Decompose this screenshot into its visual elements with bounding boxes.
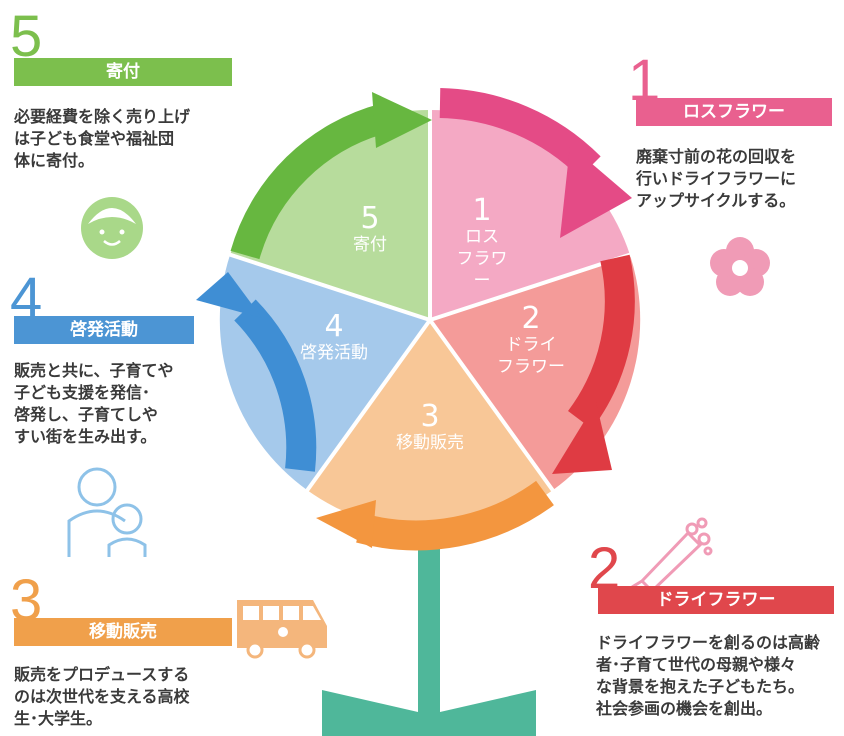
section-1-description: 廃棄寸前の花の回収を 行いドライフラワーに アップサイクルする。 [636,147,797,210]
section-2-title: ドライフラワー [598,586,834,614]
slice-4 [219,255,430,490]
arrow-4 [234,299,317,472]
wheel-label-num: 1 [472,193,492,228]
section-5-title: 寄付 [14,58,232,86]
wheel-label-line: フラワー [456,249,508,291]
wheel-label-line: 移動販売 [396,433,464,453]
arrow-2 [567,254,635,430]
wheel-label-num: 5 [360,201,380,236]
wheel-label-2: 2 ドライ フラワー [496,304,566,378]
section-4-title: 啓発活動 [14,316,194,344]
parent-child-icon [67,467,147,557]
wheel-label-5: 5 寄付 [330,204,410,256]
wheel-label-line: 寄付 [353,235,387,255]
section-2-description: ドライフラワーを創るのは高齢 者･子育て世代の母親や様々 な背景を抱えた子どもた… [596,633,821,718]
section-4-description: 販売と共に、子育てや 子ども支援を発信･ 啓発し、子育てしや すい街を生み出す。 [14,361,174,446]
wheel-label-num: 4 [324,309,344,344]
bouquet-icon [631,517,713,595]
wheel-label-line: 啓発活動 [300,343,368,363]
arrow-5 [230,103,389,260]
wheel-label-num: 3 [420,399,440,434]
section-3-title: 移動販売 [14,618,232,646]
slice-3 [307,320,553,530]
wheel-label-4: 4 啓発活動 [284,312,384,364]
child-face-icon [81,197,143,259]
wheel-label-1: 1 ロス フラワー [452,196,512,292]
flower-icon [710,237,770,296]
arrow-3 [356,480,554,551]
wheel-slices [219,108,641,530]
section-1-title: ロスフラワー [636,98,832,126]
van-icon [237,600,327,659]
arrow-heads [196,92,632,548]
wheel-label-line: フラワー [497,357,565,377]
slice-1 [430,109,630,320]
section-3-description: 販売をプロデュースする のは次世代を支える高校 生･大学生。 [14,665,190,728]
section-5-number: 5 [10,4,43,69]
slice-5 [230,109,430,320]
wheel-label-line: ロス [465,227,499,247]
wheel-label-num: 2 [521,301,541,336]
wheel-label-3: 3 移動販売 [380,402,480,454]
flower-stem [322,520,536,736]
wheel-label-line: ドライ [505,335,557,355]
section-5-description: 必要経費を除く売り上げ は子ども食堂や福祉団 体に寄付。 [14,107,191,170]
